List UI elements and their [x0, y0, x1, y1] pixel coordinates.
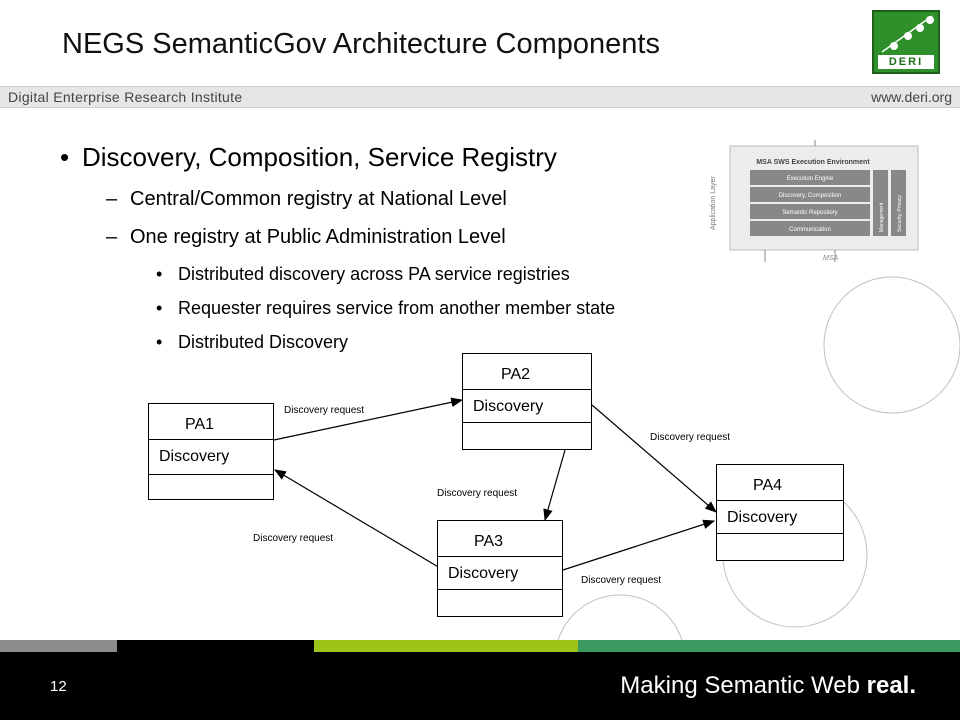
slide-title: NEGS SemanticGov Architecture Components	[62, 28, 660, 60]
thumb-bottom-label: MSA	[823, 255, 839, 262]
node-label: PA3	[474, 533, 504, 550]
logo-wordmark: DERI	[878, 55, 934, 69]
thumb-layer: Discovery, Composition	[779, 193, 842, 199]
bullet-level3: •Requester requires service from another…	[156, 298, 616, 318]
stripe-lime	[314, 640, 578, 652]
edge-label: Discovery request	[581, 575, 662, 586]
edge-label: Discovery request	[284, 405, 365, 416]
node-pa2: PA2 Discovery	[462, 353, 592, 450]
bullet-level3: •Distributed discovery across PA service…	[156, 264, 570, 284]
node-pa1: PA1 Discovery	[148, 403, 274, 500]
edge-pa2-pa4	[591, 404, 717, 513]
thumb-column: Security, Privacy	[897, 195, 903, 232]
node-row-label: Discovery	[727, 509, 798, 526]
institute-name: Digital Enterprise Research Institute	[8, 89, 243, 105]
institute-bar: Digital Enterprise Research Institute ww…	[0, 86, 960, 108]
edge-pa3-pa4	[562, 519, 716, 571]
bullet-level2: –One registry at Public Administration L…	[106, 226, 506, 248]
thumb-column: Management	[879, 202, 885, 232]
thumb-side-label: Application Layer	[710, 176, 717, 230]
decor-circle	[557, 594, 683, 640]
thumb-title: MSA SWS Execution Environment	[756, 159, 870, 166]
node-row-label: Discovery	[159, 448, 230, 465]
stripe-gray	[0, 640, 117, 652]
bullet-level2: –Central/Common registry at National Lev…	[106, 188, 507, 210]
stripe-black	[117, 640, 314, 652]
footer-tagline: Making Semantic Web real.	[620, 672, 916, 699]
bullet-level1: •Discovery, Composition, Service Registr…	[60, 142, 557, 172]
node-pa4: PA4 Discovery	[716, 464, 844, 561]
node-row-label: Discovery	[448, 565, 519, 582]
node-label: PA2	[501, 366, 531, 383]
thumb-layer: Communication	[789, 227, 831, 233]
thumb-layer: Execution Engine	[787, 176, 834, 182]
node-pa3: PA3 Discovery	[437, 520, 563, 617]
deri-logo: DERI	[872, 10, 940, 74]
node-label: PA4	[753, 477, 783, 494]
institute-url[interactable]: www.deri.org	[871, 89, 952, 105]
edge-pa2-pa3	[543, 449, 566, 522]
edge-label: Discovery request	[253, 533, 334, 544]
thumb-layer: Semantic Repository	[782, 210, 837, 216]
node-label: PA1	[185, 416, 215, 433]
edge-label: Discovery request	[650, 432, 731, 443]
architecture-thumbnail: Application Layer MSA SWS Execution Envi…	[710, 140, 919, 262]
edge-pa3-pa1	[273, 469, 441, 569]
page-number: 12	[50, 678, 67, 695]
footer-bar: 12 Making Semantic Web real.	[0, 652, 960, 720]
node-row-label: Discovery	[473, 398, 544, 415]
bullet-level3: •Distributed Discovery	[156, 332, 349, 352]
edge-label: Discovery request	[437, 488, 518, 499]
decor-circle	[823, 276, 960, 414]
stripe-green	[578, 640, 960, 652]
